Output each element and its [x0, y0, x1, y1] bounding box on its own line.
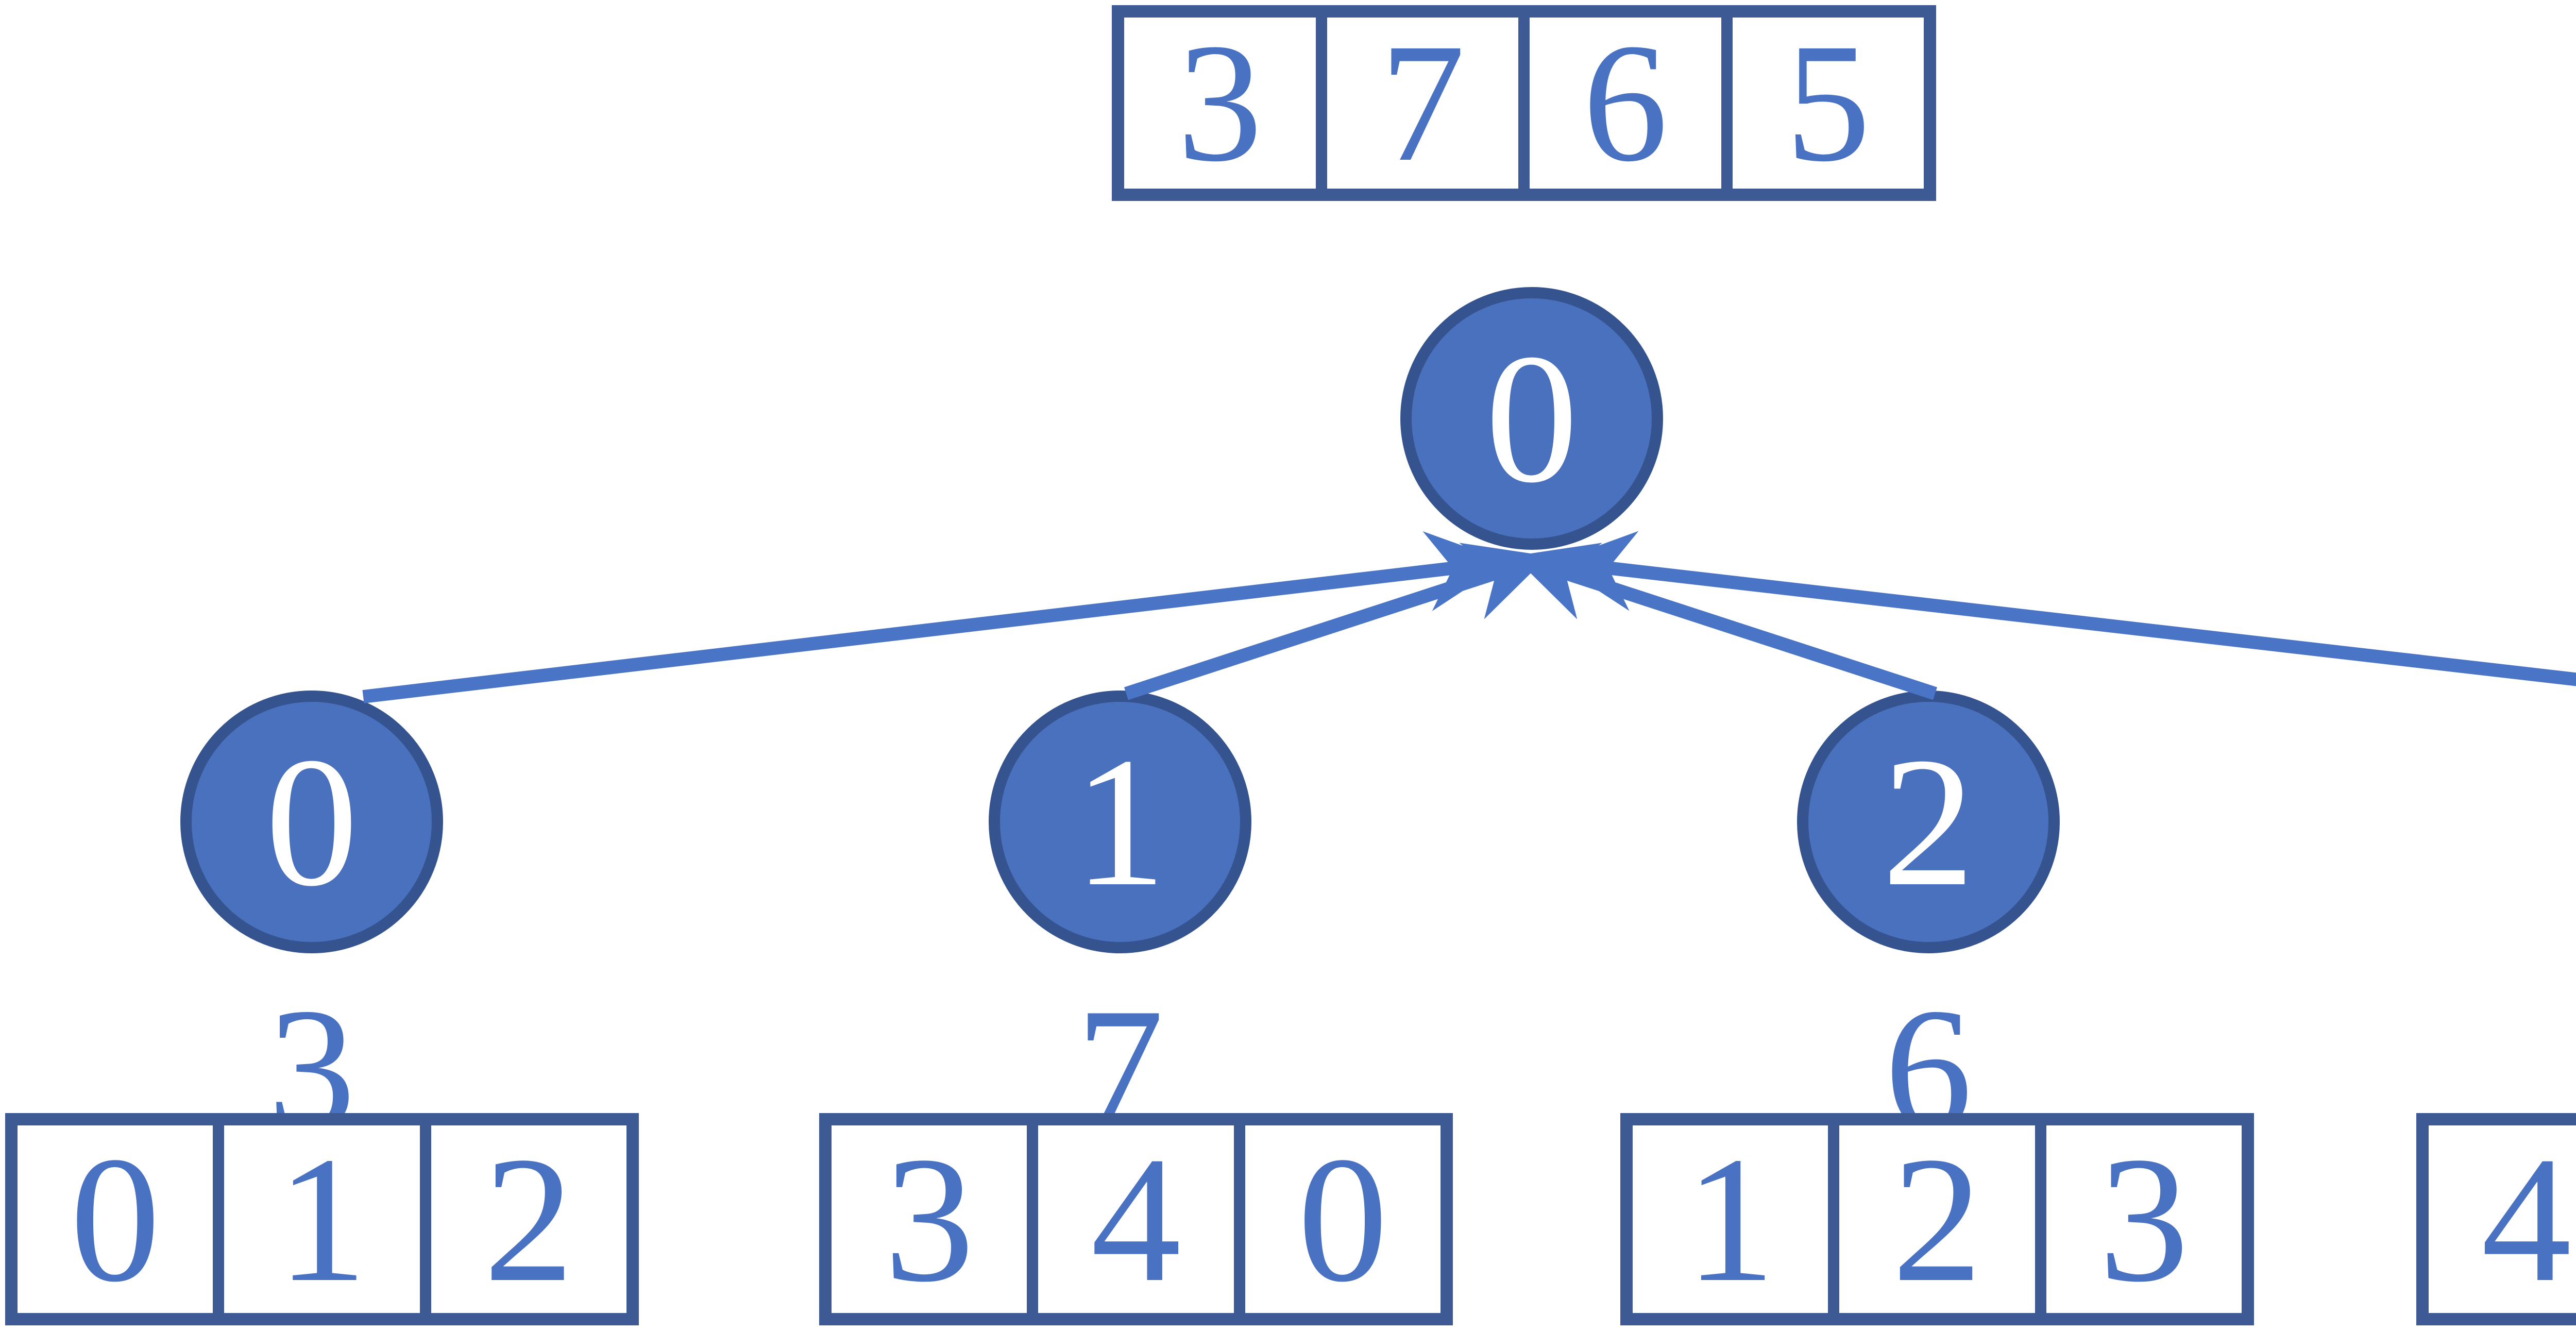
root-node-label: 0: [1485, 315, 1578, 521]
edge-child0-to-root-arrow: [362, 531, 1507, 703]
subarray-2: 1 2 3: [1620, 1113, 2254, 1325]
edge-child3-to-root-arrow: [1554, 531, 2576, 686]
subarray-cell: 2: [1828, 1125, 2035, 1313]
input-array-cell: 5: [1721, 18, 1924, 189]
cell-value: 7: [1380, 9, 1465, 197]
cell-value: 3: [884, 1119, 975, 1319]
cell-value: 4: [2481, 1119, 2572, 1319]
subarray-cell: 4: [2429, 1125, 2576, 1313]
subarray-3: 4 0 1: [2416, 1113, 2576, 1325]
subarray-cell: 1: [213, 1125, 419, 1313]
cell-value: 0: [70, 1119, 161, 1319]
cell-value: 2: [1892, 1119, 1982, 1319]
subarray-cell: 0: [1233, 1119, 1440, 1319]
cell-value: 3: [1177, 9, 1263, 197]
child-node-label: 2: [1882, 719, 1975, 924]
input-array-cell: 6: [1518, 18, 1721, 189]
cell-value: 1: [277, 1119, 367, 1319]
cell-value: 4: [1091, 1119, 1181, 1319]
edge-child1-to-root-arrow: [1124, 543, 1548, 700]
cell-value: 5: [1785, 9, 1871, 197]
subarray-cell: 3: [832, 1125, 1027, 1313]
cell-value: 6: [1583, 9, 1668, 197]
child-node-1: 1: [989, 691, 1251, 953]
subarray-cell: 2: [419, 1119, 626, 1319]
subarray-0: 0 1 2: [5, 1113, 639, 1325]
input-array-cell: 3: [1124, 18, 1316, 189]
input-array-cell: 7: [1315, 9, 1519, 197]
subarray-1: 3 4 0: [819, 1113, 1453, 1325]
input-array: 3 7 6 5: [1112, 5, 1936, 201]
subarray-cell: 4: [1027, 1125, 1233, 1313]
subarray-cell: 3: [2035, 1125, 2242, 1313]
cell-value: 0: [1297, 1119, 1388, 1319]
child-node-label: 0: [265, 719, 358, 924]
subarray-cell: 0: [18, 1125, 213, 1313]
subarray-cell: 1: [1633, 1125, 1828, 1313]
cell-value: 2: [483, 1119, 574, 1319]
child-node-label: 1: [1074, 719, 1166, 924]
cell-value: 1: [1685, 1119, 1776, 1319]
cell-value: 3: [2098, 1119, 2189, 1319]
